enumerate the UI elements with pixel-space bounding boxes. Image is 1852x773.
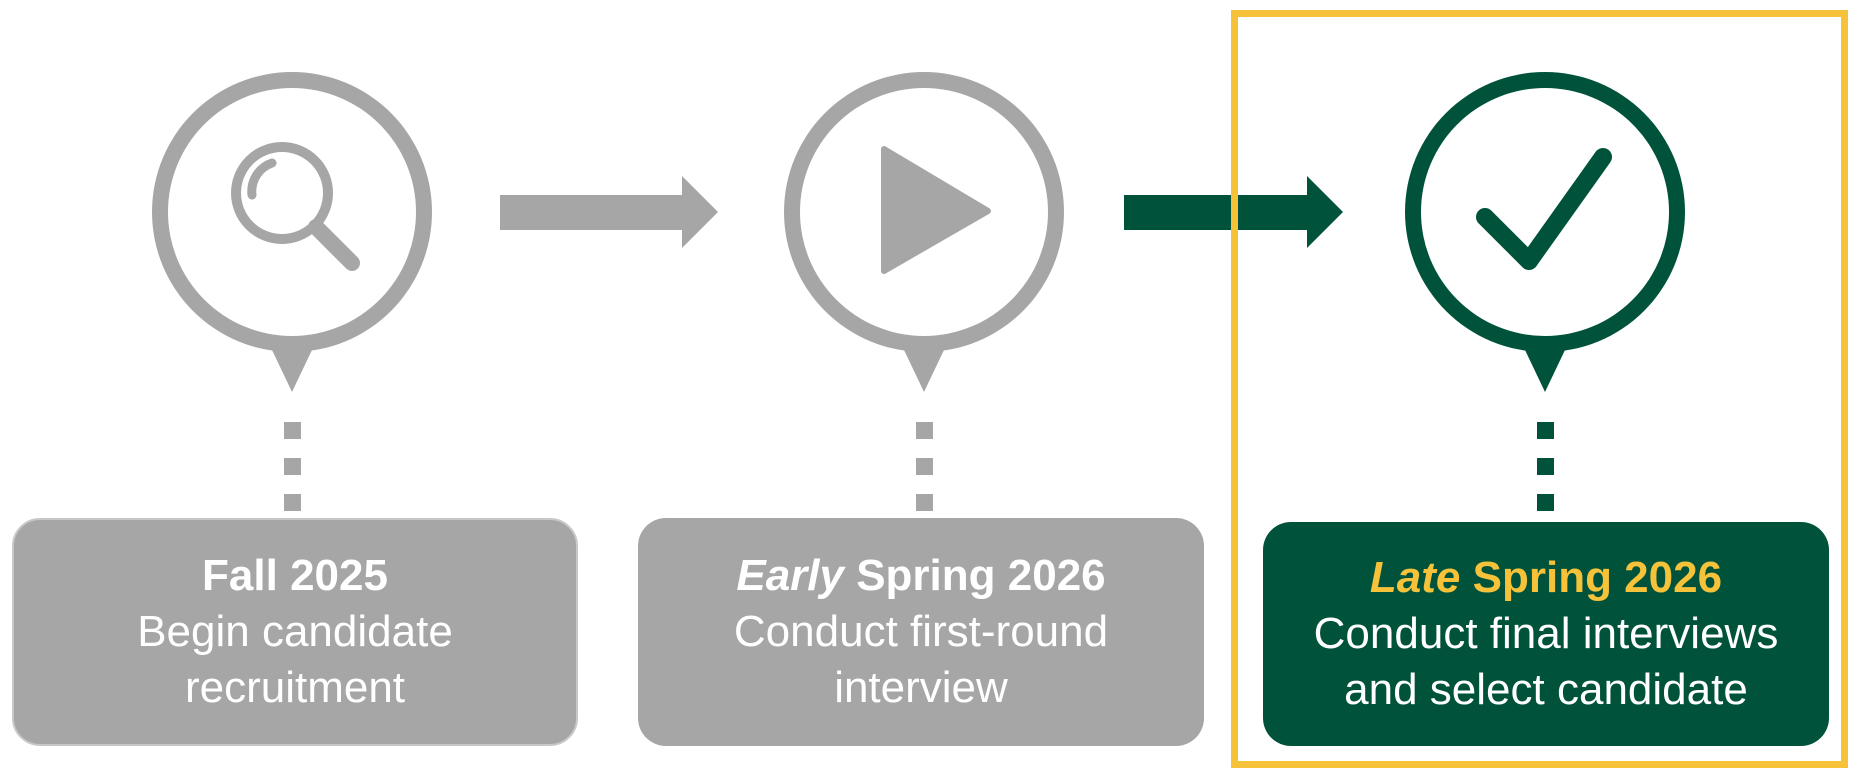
step-2-period-prefix: Early: [736, 551, 844, 600]
step-3-pin: [1405, 54, 1685, 392]
step-1-pin: [152, 54, 432, 392]
step-3-card: Late Spring 2026 Conduct final interview…: [1263, 522, 1829, 746]
connector-2: [916, 422, 933, 511]
step-3-period-main: Spring 2026: [1460, 553, 1723, 602]
arrow-1: [500, 176, 718, 248]
step-3-period-prefix: Late: [1369, 553, 1461, 602]
step-2-desc-line1: Conduct first-round: [733, 607, 1109, 656]
connector-1: [284, 422, 301, 511]
step-3-desc-line2: and select candidate: [1344, 665, 1748, 714]
step-1-period-main: Fall 2025: [202, 551, 388, 600]
step-1-desc-line1: Begin candidate: [137, 607, 453, 656]
step-2-desc-line2: interview: [834, 663, 1008, 712]
checkmark-icon: [1476, 148, 1612, 270]
step-1-period: Fall 2025: [202, 548, 388, 604]
step-2-pin: [784, 54, 1064, 392]
arrow-2: [1124, 176, 1343, 248]
step-2-period-main: Spring 2026: [843, 551, 1106, 600]
step-1-card: Fall 2025 Begin candidate recruitment: [12, 518, 578, 746]
step-2-card: Early Spring 2026 Conduct first-round in…: [638, 518, 1204, 746]
connector-3: [1537, 422, 1554, 511]
magnifier-icon: [231, 142, 360, 271]
step-1-desc-line2: recruitment: [184, 663, 406, 712]
step-3-desc-line1: Conduct final interviews: [1313, 609, 1779, 658]
play-icon: [881, 146, 991, 274]
step-3-period: Late Spring 2026: [1370, 550, 1722, 606]
step-2-period: Early Spring 2026: [736, 548, 1105, 604]
